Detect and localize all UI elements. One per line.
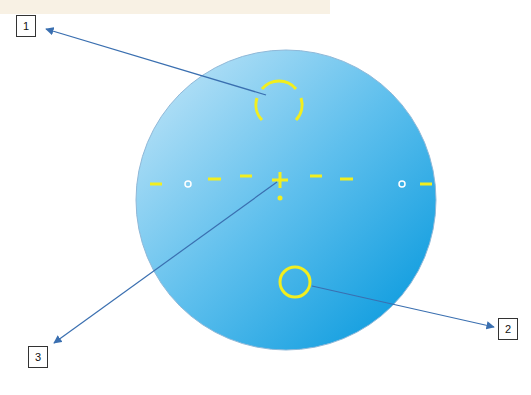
leader-line [54,182,277,343]
leader-lines [46,29,494,343]
callout-number: 2 [498,318,518,340]
background-strip [0,0,330,14]
lens [136,50,436,350]
engraving-circle [185,181,191,187]
engraving-circle [399,181,405,187]
leader-line [312,286,494,327]
callout-number: 1 [16,15,36,37]
leader-line [46,29,266,95]
callout-number: 3 [28,346,48,368]
lens-markings [150,81,432,297]
reference-dot [278,196,283,201]
